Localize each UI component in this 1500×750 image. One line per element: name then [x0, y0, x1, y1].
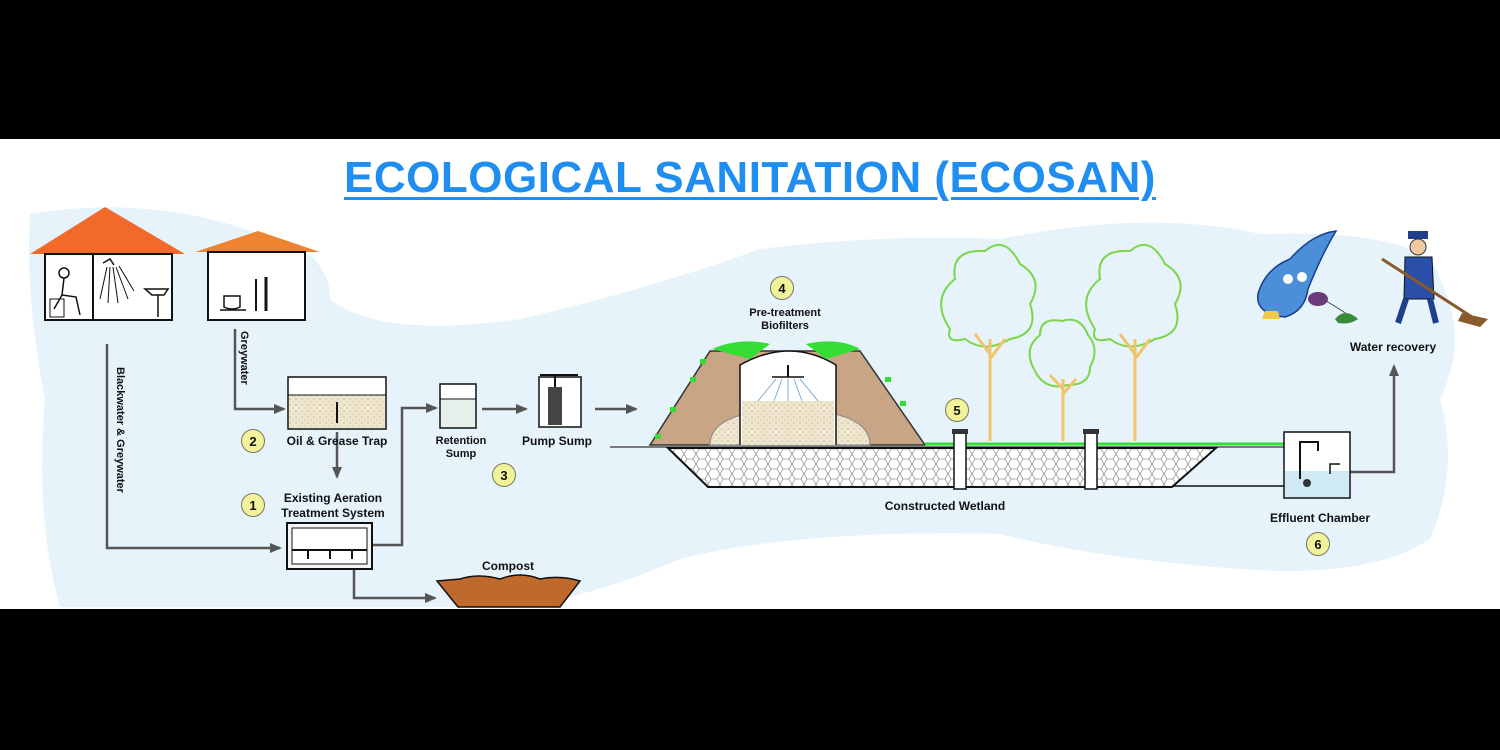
step-badge-5: 5 — [945, 398, 969, 422]
pretreatment-label-line2: Biofilters — [761, 320, 809, 332]
aeration-label-line1: Existing Aeration — [283, 491, 383, 505]
kitchen-house-icon — [195, 231, 320, 321]
retention-label-line2: Sump — [445, 448, 477, 460]
page-title: ECOLOGICAL SANITATION (ECOSAN) — [344, 153, 1156, 202]
step-badge-3: 3 — [492, 463, 516, 487]
step-badge-1: 1 — [241, 493, 265, 517]
compost-heap — [435, 574, 582, 608]
effluent-to-recovery-line — [1350, 364, 1399, 474]
house-icon — [30, 207, 185, 321]
effluent-chamber-label: Effluent Chamber — [1269, 511, 1370, 525]
water-drop-mascot-icon — [1257, 230, 1358, 324]
constructed-wetland-bed — [665, 429, 1285, 490]
greywater-label: Greywater — [238, 331, 250, 385]
aeration-to-retention-line — [372, 403, 438, 547]
water-recovery-label: Water recovery — [1349, 340, 1437, 354]
pump-sump-label: Pump Sump — [521, 434, 592, 448]
retention-label-line1: Retention — [435, 435, 487, 447]
diagram-canvas: ECOLOGICAL SANITATION (ECOSAN) Blackwate… — [0, 139, 1500, 609]
pretreatment-biofilter — [648, 341, 927, 446]
constructed-wetland-label: Constructed Wetland — [884, 499, 1006, 513]
oil-grease-trap-label: Oil & Grease Trap — [286, 434, 388, 448]
step-badge-6: 6 — [1306, 532, 1330, 556]
effluent-chamber — [1283, 431, 1351, 499]
pretreatment-label-line1: Pre-treatment — [749, 307, 821, 319]
blackwater-line — [105, 344, 282, 553]
aeration-treatment-tank — [286, 522, 373, 570]
ecosan-diagram — [29, 207, 1488, 608]
step-badge-4: 4 — [770, 276, 794, 300]
pump-sump — [538, 374, 582, 428]
greywater-line — [233, 329, 286, 414]
step-badge-2: 2 — [241, 429, 265, 453]
blackwater-greywater-label: Blackwater & Greywater — [114, 367, 126, 493]
aeration-label-line2: Treatment System — [281, 506, 385, 520]
aeration-to-compost-line — [352, 569, 437, 603]
wetland-trees — [940, 243, 1182, 388]
retention-sump — [439, 383, 477, 429]
worker-sweeping-icon — [1381, 231, 1488, 327]
oil-grease-trap — [287, 376, 387, 430]
compost-label: Compost — [482, 559, 534, 573]
